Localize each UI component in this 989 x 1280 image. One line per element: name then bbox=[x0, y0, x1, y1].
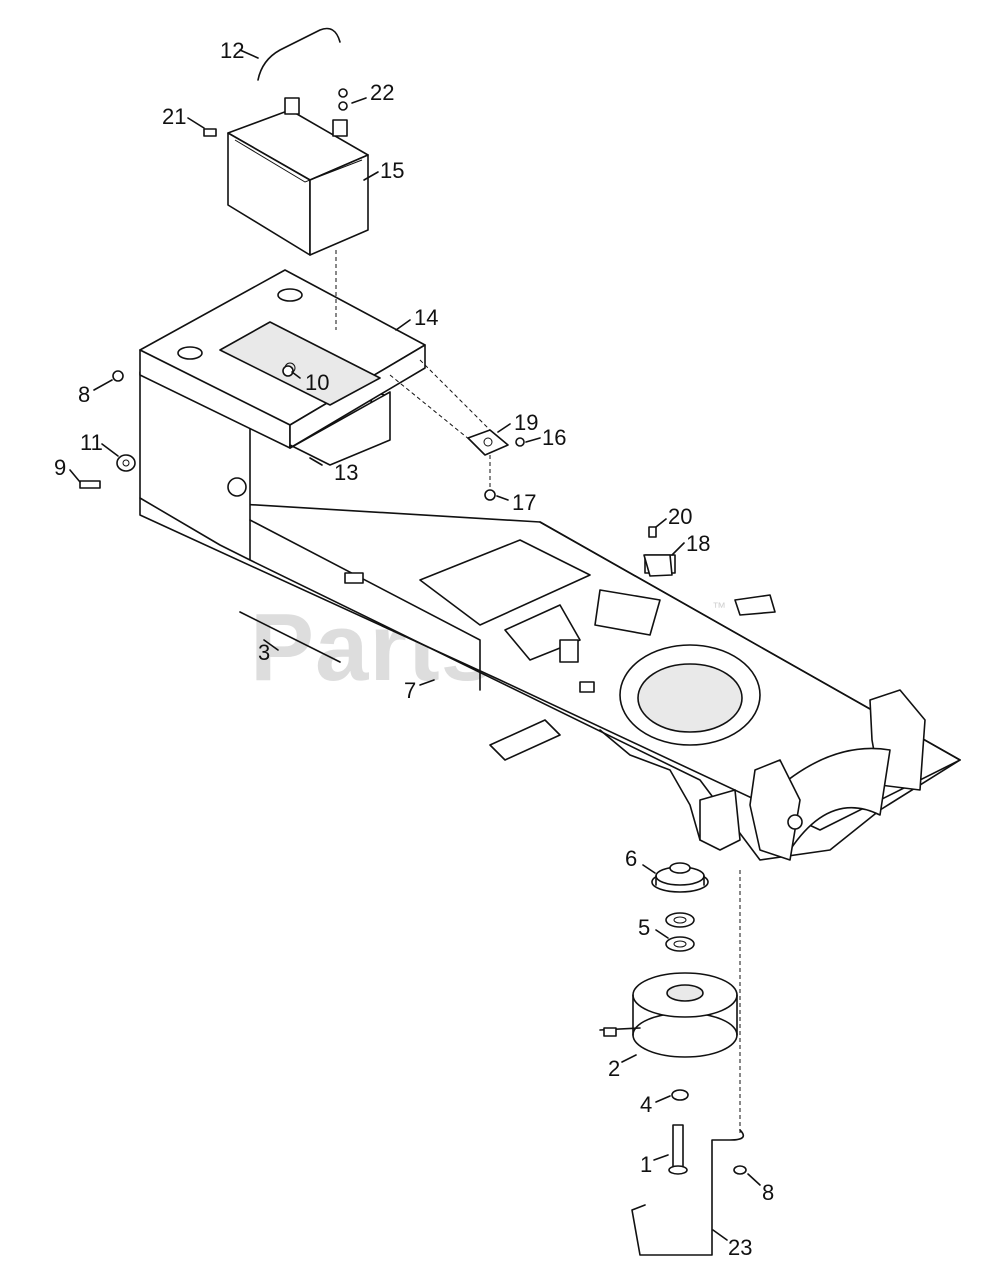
washer-part-5 bbox=[665, 912, 695, 952]
callout-8-upper: 8 bbox=[78, 382, 90, 407]
callout-2: 2 bbox=[608, 1056, 620, 1081]
callout-17: 17 bbox=[512, 490, 536, 515]
watermark-trademark: ™ bbox=[712, 599, 726, 615]
callout-19: 19 bbox=[514, 410, 538, 435]
callout-12: 12 bbox=[220, 38, 244, 63]
callout-21: 21 bbox=[162, 104, 186, 129]
callout-18: 18 bbox=[686, 531, 710, 556]
electric-clutch-part-2 bbox=[599, 972, 738, 1058]
screw-part-8 bbox=[733, 1165, 747, 1175]
callout-9: 9 bbox=[54, 455, 66, 480]
callout-10: 10 bbox=[305, 370, 329, 395]
battery-cable-part-12 bbox=[257, 27, 341, 81]
callout-15: 15 bbox=[380, 158, 404, 183]
pulley-part-6 bbox=[651, 862, 709, 893]
hardware-parts bbox=[79, 88, 673, 663]
callout-7: 7 bbox=[404, 678, 416, 703]
callout-6: 6 bbox=[625, 846, 637, 871]
frame-part-7 bbox=[139, 371, 961, 861]
callout-3: 3 bbox=[258, 640, 270, 665]
battery-part-15 bbox=[227, 97, 369, 256]
leader-lines bbox=[69, 49, 761, 1241]
callout-1: 1 bbox=[640, 1152, 652, 1177]
align-line bbox=[389, 374, 471, 441]
callout-11: 11 bbox=[80, 430, 103, 455]
battery-box-part-14 bbox=[139, 269, 426, 466]
callout-23: 23 bbox=[728, 1235, 752, 1260]
callout-labels: 12 21 22 15 14 10 8 11 9 13 19 16 17 20 … bbox=[54, 38, 774, 1260]
callout-14: 14 bbox=[414, 305, 438, 330]
callout-16: 16 bbox=[542, 425, 566, 450]
callout-5: 5 bbox=[638, 915, 650, 940]
align-line bbox=[419, 359, 491, 431]
callout-13: 13 bbox=[334, 460, 358, 485]
callout-4: 4 bbox=[640, 1092, 652, 1117]
callout-20: 20 bbox=[668, 504, 692, 529]
bolt-part-1 bbox=[668, 1124, 688, 1175]
nut-part-4 bbox=[671, 1089, 689, 1101]
callout-22: 22 bbox=[370, 80, 394, 105]
callout-8-lower: 8 bbox=[762, 1180, 774, 1205]
rod-part-23 bbox=[631, 1129, 745, 1256]
